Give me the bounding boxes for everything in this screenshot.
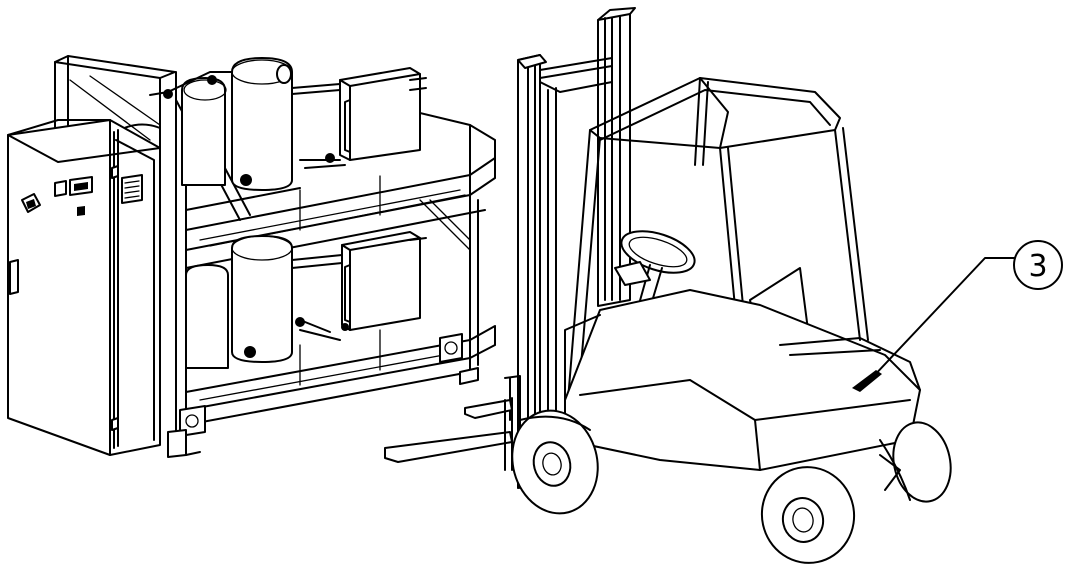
forklift bbox=[384, 7, 952, 564]
callout-label: 3 bbox=[1028, 249, 1047, 284]
callout-circle bbox=[1013, 240, 1063, 290]
callout-3: 3 bbox=[869, 240, 1063, 381]
compressor-rack bbox=[54, 55, 496, 458]
electrical-cabinet bbox=[7, 119, 161, 456]
